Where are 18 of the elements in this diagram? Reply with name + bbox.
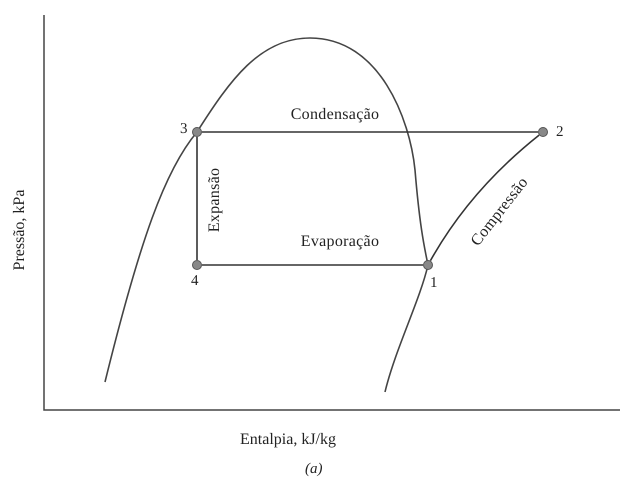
state-point [423,260,433,270]
axis-title: Pressão, kPa [12,190,28,270]
edge-label: Expansão [207,168,223,232]
process-line [196,137,198,260]
process-line [202,264,423,266]
point-number: 3 [180,122,188,137]
state-point [192,127,202,137]
edge-label: Condensação [290,107,380,123]
axis-title: Entalpia, kJ/kg [240,432,336,448]
edge-label: Evaporação [300,234,380,250]
caption: (a) [305,462,322,477]
process-line [202,131,538,133]
state-point [192,260,202,270]
state-point [538,127,548,137]
point-number: 2 [556,125,564,140]
process-line [430,134,540,262]
point-number: 4 [191,274,198,289]
point-number: 1 [430,276,438,291]
